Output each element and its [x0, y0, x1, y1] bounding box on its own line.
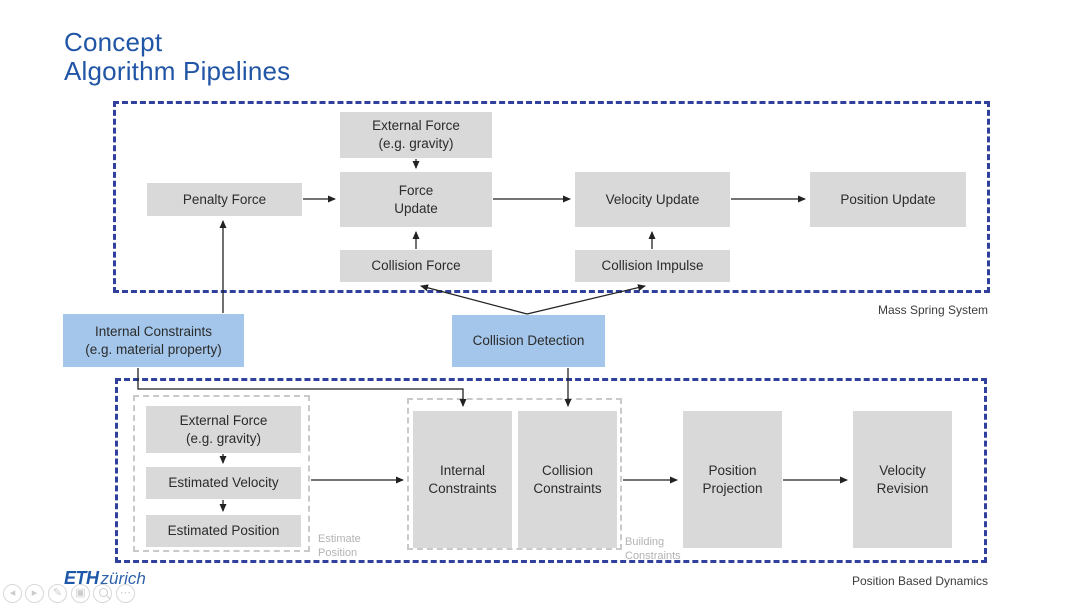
- slide-title-line1: Concept: [64, 27, 163, 57]
- velocity-update-box: Velocity Update: [575, 172, 730, 227]
- external-force-box: External Force (e.g. gravity): [340, 112, 492, 158]
- pen-icon: ✎: [52, 587, 63, 599]
- pbd-external-force-box: External Force (e.g. gravity): [146, 406, 301, 453]
- force-update-box: Force Update: [340, 172, 492, 227]
- position-projection-box: Position Projection: [683, 411, 782, 548]
- next-icon: ▸: [31, 587, 38, 599]
- pbd-collision-constraints-box: Collision Constraints: [518, 411, 617, 548]
- mass-spring-system-caption: Mass Spring System: [877, 303, 988, 317]
- more-icon: ⋯: [120, 587, 131, 599]
- internal-constraints-source-box: Internal Constraints (e.g. material prop…: [63, 314, 244, 367]
- position-based-dynamics-caption: Position Based Dynamics: [851, 574, 988, 588]
- zurich-logo-text: zürich: [100, 569, 146, 588]
- collision-impulse-box: Collision Impulse: [575, 250, 730, 282]
- position-update-box: Position Update: [810, 172, 966, 227]
- collision-detection-box: Collision Detection: [452, 315, 605, 367]
- collision-force-box: Collision Force: [340, 250, 492, 282]
- building-constraints-group: [407, 398, 622, 550]
- estimate-position-label: Estimate Position: [318, 533, 361, 559]
- slides-overview-button[interactable]: ▣: [71, 584, 90, 603]
- previous-slide-button[interactable]: ◂: [3, 584, 22, 603]
- pbd-internal-constraints-box: Internal Constraints: [413, 411, 512, 548]
- eth-logo-text: ETH: [64, 568, 99, 588]
- zoom-button[interactable]: [93, 584, 112, 603]
- more-options-button[interactable]: ⋯: [116, 584, 135, 603]
- zoom-icon: [99, 588, 108, 597]
- estimated-velocity-box: Estimated Velocity: [146, 467, 301, 499]
- slides-icon: ▣: [75, 587, 86, 599]
- previous-icon: ◂: [9, 587, 16, 599]
- next-slide-button[interactable]: ▸: [25, 584, 44, 603]
- pen-tool-button[interactable]: ✎: [48, 584, 67, 603]
- building-constraints-label: Building Constraints: [625, 536, 681, 562]
- velocity-revision-box: Velocity Revision: [853, 411, 952, 548]
- penalty-force-box: Penalty Force: [147, 183, 302, 216]
- estimated-position-box: Estimated Position: [146, 515, 301, 547]
- slide-title-line2: Algorithm Pipelines: [64, 56, 291, 86]
- position-based-dynamics-frame: [115, 378, 987, 563]
- slide-title: Concept Algorithm Pipelines: [64, 28, 290, 86]
